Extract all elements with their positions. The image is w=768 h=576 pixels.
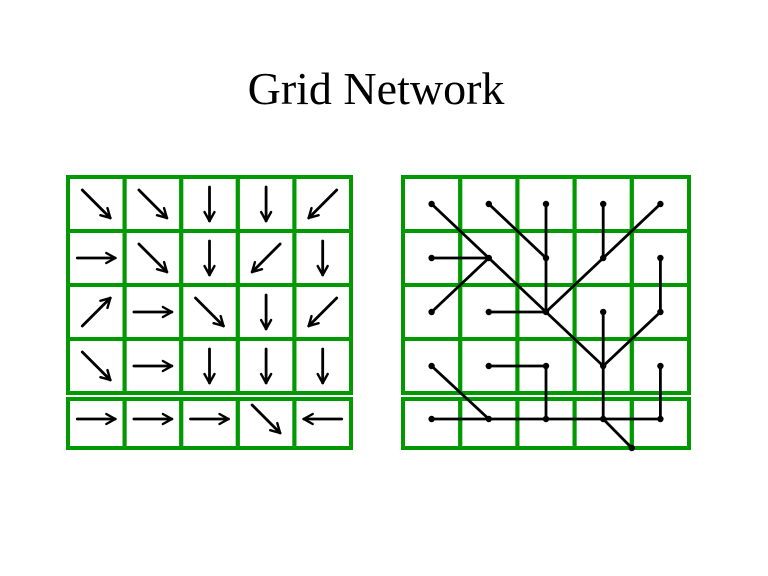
network-node-3-0 <box>428 362 435 370</box>
grid-cell <box>292 337 353 395</box>
network-edge-0-1_1-2 <box>487 202 548 260</box>
flow-arrow-se-r0c0 <box>80 188 112 220</box>
grid-cell <box>66 397 127 450</box>
network-node-0-3 <box>600 200 607 208</box>
flow-arrow-se-r3c0 <box>80 350 112 382</box>
network-node-1-0 <box>428 254 435 262</box>
flow-arrow-se-r4c3 <box>250 403 282 435</box>
network-node-4-0 <box>428 415 435 423</box>
network-node-3-2 <box>542 362 550 370</box>
grid-cell <box>179 397 240 450</box>
network-node-3-4 <box>657 362 664 370</box>
grid-cell <box>401 397 463 450</box>
network-sink-node <box>628 444 635 452</box>
network-node-0-0 <box>428 200 435 208</box>
flow-direction-grid <box>66 175 353 450</box>
network-edge-0-4_1-3 <box>601 202 662 260</box>
network-node-3-3 <box>600 362 607 370</box>
grid-cell <box>235 397 297 450</box>
network-node-4-1 <box>485 415 492 423</box>
network-node-4-3 <box>600 415 607 423</box>
flow-arrow-ne-r2c0 <box>80 296 112 328</box>
network-node-3-1 <box>485 362 492 370</box>
network-node-0-4 <box>657 200 664 208</box>
network-edge-3-0_4-1 <box>430 364 491 421</box>
network-node-0-1 <box>485 200 492 208</box>
flow-arrow-se-r0c1 <box>137 188 169 220</box>
network-node-2-0 <box>428 308 435 316</box>
network-edge-4-3_sink <box>601 417 634 450</box>
grid-cell <box>292 397 353 450</box>
network-node-1-1 <box>485 254 492 262</box>
network-node-1-3 <box>600 254 607 262</box>
network-node-2-1 <box>485 308 492 316</box>
flow-arrow-sw-r0c4 <box>307 188 339 220</box>
network-node-2-2 <box>542 308 550 316</box>
grid-cell <box>458 397 520 450</box>
network-node-2-4 <box>657 308 664 316</box>
network-edge-2-2_3-3 <box>544 310 605 368</box>
flow-arrow-se-r1c1 <box>137 242 169 274</box>
slide-title: Grid Network <box>247 63 505 114</box>
flow-arrow-sw-r1c3 <box>250 242 282 274</box>
network-node-1-4 <box>657 254 664 262</box>
flow-arrow-sw-r2c4 <box>307 296 339 328</box>
grid-cell <box>122 397 184 450</box>
network-edge-1-3_2-2 <box>544 256 605 314</box>
network-edge-2-0_1-1 <box>430 256 491 314</box>
network-tree-grid <box>401 175 691 452</box>
network-node-2-3 <box>600 308 607 316</box>
network-edge-1-1_2-2 <box>487 256 548 314</box>
network-edge-0-0_1-1 <box>430 202 491 260</box>
network-node-1-2 <box>542 254 550 262</box>
network-node-0-2 <box>542 200 550 208</box>
network-edge-2-4_3-3 <box>601 310 662 368</box>
network-node-4-2 <box>542 415 550 423</box>
network-node-4-4 <box>657 415 664 423</box>
flow-arrow-se-r2c2 <box>194 296 225 328</box>
